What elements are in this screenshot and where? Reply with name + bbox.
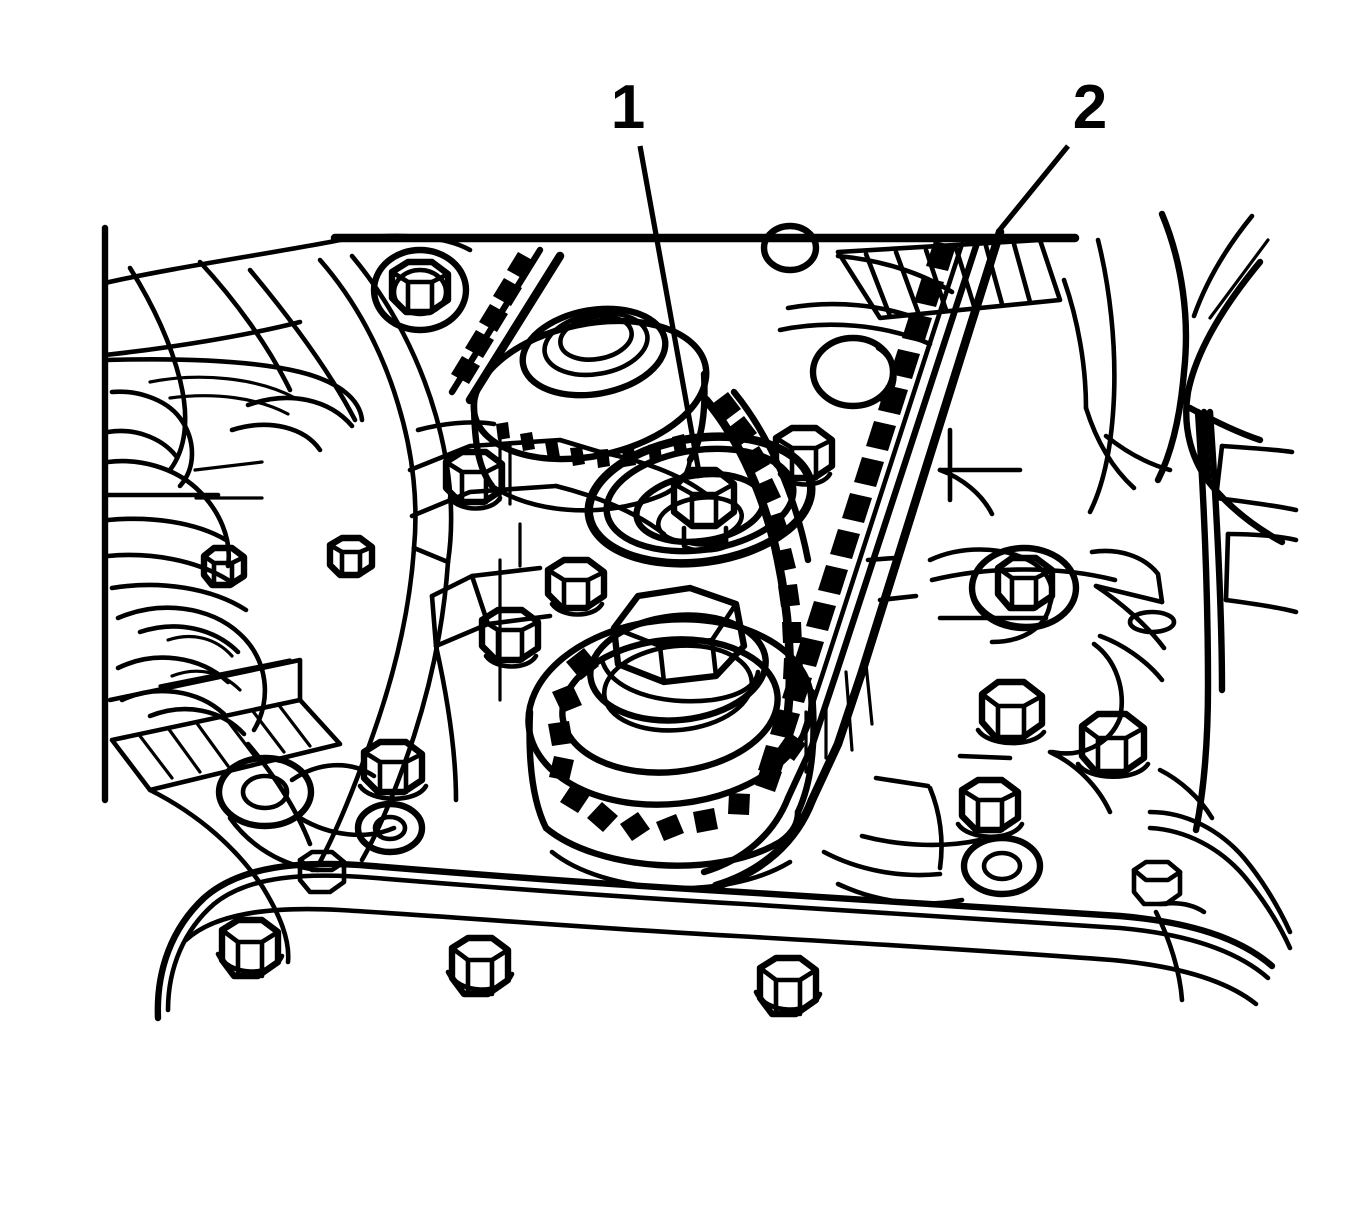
hex-bolt [478,606,542,669]
hex-bolt [442,448,506,511]
callout-1: 1 [611,73,703,479]
timing-belt-teeth-left [451,252,536,384]
crankshaft-sprocket [525,584,828,891]
casting-ribs-upper-right [863,241,1033,319]
boss-hole-inner [240,773,290,811]
boss-hole-outer [215,754,315,830]
hex-bolt-oilpan [753,954,823,1018]
oil-pan-flange [154,860,1276,1022]
hex-bolt [544,556,608,617]
hex-bolt-with-washer [968,544,1080,632]
hex-bolt-oilpan [215,916,285,980]
hex-bolt [326,534,376,579]
block-hole-upper [760,222,820,274]
callout-2-label: 2 [1073,73,1107,142]
hex-bolt [975,678,1047,746]
crank-center-bolt [599,584,761,704]
misc-detail-lines [821,213,1270,906]
right-block-structures [760,210,1299,1003]
timing-belt [448,227,1005,891]
callout-1-label: 1 [611,73,645,142]
crank-hub-outer [587,612,769,724]
callout-group: 1 2 [611,73,1107,479]
hex-bolt [370,246,470,334]
crank-sprocket-teeth [548,648,806,841]
hex-bolt [1131,859,1183,907]
callout-1-leader [637,145,703,479]
hex-bolt [200,544,248,589]
callout-2-leader [995,144,1071,234]
hex-bolt [357,738,429,802]
tensioner-pulley-hub [655,495,745,545]
hex-bolt-group [200,246,1183,907]
engine-block-outline [101,224,1080,965]
hex-bolt-oilpan [445,934,515,998]
crank-sprocket-tooth-root [559,636,781,776]
washer-hole [960,834,1044,898]
hex-bolt [772,424,836,487]
bracket-slot [1127,609,1177,635]
callout-2: 2 [995,73,1107,234]
hex-bolt [1075,710,1151,780]
